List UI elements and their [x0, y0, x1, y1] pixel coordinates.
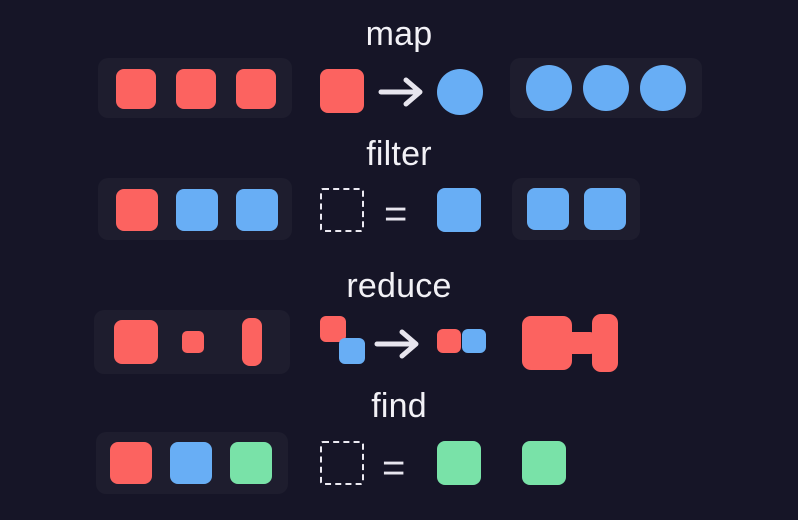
map-operation-target-circle: [437, 69, 483, 115]
filter-output-square-2: [584, 188, 626, 230]
find-equals-glyph: =: [382, 446, 406, 490]
row-title-reduce: reduce: [346, 267, 452, 305]
row-title-map: map: [365, 15, 433, 53]
diagram-row-find: find =: [0, 386, 798, 508]
map-operation-source-square: [320, 69, 364, 113]
reduce-input-square-small: [182, 331, 204, 353]
filter-input-panel: [98, 178, 292, 240]
reduce-input-rect-tall: [242, 318, 262, 366]
diagram-row-map: map: [0, 14, 798, 132]
map-arrow-icon: [378, 76, 426, 113]
reduce-input-square-large: [114, 320, 158, 364]
row-title-find: find: [371, 387, 427, 425]
find-input-square-2: [170, 442, 212, 484]
filter-input-square-3: [236, 189, 278, 231]
filter-output-square-1: [527, 188, 569, 230]
reduce-result-pair-blue-square: [462, 329, 486, 353]
map-output-circle-1: [526, 65, 572, 111]
reduce-operation-current-square: [339, 338, 365, 364]
map-input-square-3: [236, 69, 276, 109]
filter-predicate-placeholder-square: [320, 188, 364, 232]
filter-output-panel: [512, 178, 640, 240]
map-input-square-2: [176, 69, 216, 109]
find-input-square-3: [230, 442, 272, 484]
find-input-square-1: [110, 442, 152, 484]
find-predicate-match-square: [437, 441, 481, 485]
find-input-panel: [96, 432, 288, 494]
diagram-row-filter: filter =: [0, 134, 798, 252]
map-input-square-1: [116, 69, 156, 109]
find-output-square: [522, 441, 566, 485]
reduce-output-composite-shape: [522, 312, 618, 379]
diagram-row-reduce: reduce: [0, 266, 798, 384]
map-input-panel: [98, 58, 292, 118]
reduce-operation-accumulator-square: [320, 316, 346, 342]
reduce-arrow-icon: [374, 328, 422, 365]
find-predicate-placeholder-square: [320, 441, 364, 485]
reduce-result-pair-red-square: [437, 329, 461, 353]
row-title-filter: filter: [366, 135, 432, 173]
filter-input-square-2: [176, 189, 218, 231]
map-output-circle-2: [583, 65, 629, 111]
map-output-panel: [510, 58, 702, 118]
filter-predicate-match-square: [437, 188, 481, 232]
filter-input-square-1: [116, 189, 158, 231]
map-output-circle-3: [640, 65, 686, 111]
filter-equals-glyph: =: [384, 192, 408, 236]
reduce-input-panel: [94, 310, 290, 374]
